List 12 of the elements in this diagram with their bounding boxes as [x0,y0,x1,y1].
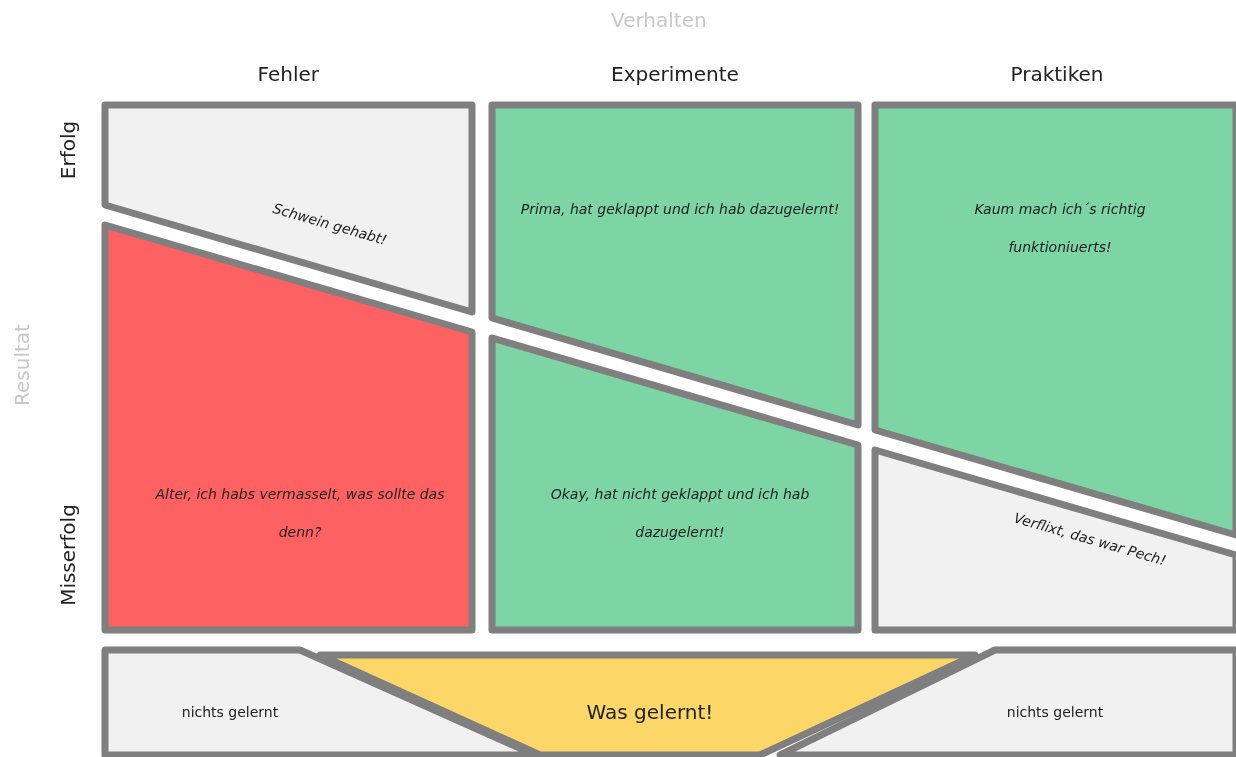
row-header: Erfolg [56,120,81,180]
panel-text: Kaum mach ich´s richtig funktioniuerts! [973,200,1147,257]
panel-text: Okay, hat nicht geklappt und ich hab dazugelernt! [549,485,811,542]
panel-text: nichts gelernt [1005,703,1105,722]
column-header: Praktiken [1010,62,1104,86]
column-header: Fehler [257,62,319,86]
row-header: Misserfolg [55,504,80,606]
panel-text: nichts gelernt [180,703,280,722]
column-header: Experimente [611,62,739,86]
panel-text: Alter, ich habs vermasselt, was sollte das denn? [154,485,446,542]
panel-text: Prima, hat geklappt und ich hab dazugelernt! [520,200,840,219]
panel-text: Was gelernt! [585,699,715,726]
